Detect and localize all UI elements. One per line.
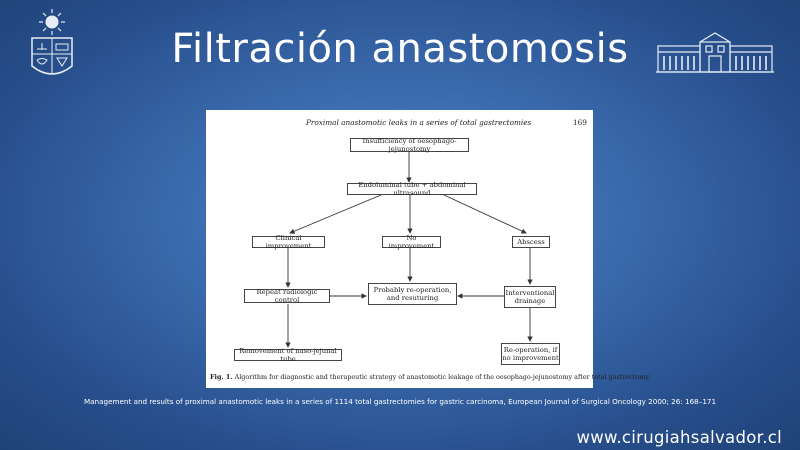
node-interventional-drainage: Interventional drainage xyxy=(504,286,556,308)
slide-reference: Management and results of proximal anast… xyxy=(83,397,717,406)
figure-page-number: 169 xyxy=(573,118,587,127)
figure-header-title: Proximal anastomotic leaks in a series o… xyxy=(306,118,532,127)
node-clinical-improvement: Clinical improvement xyxy=(252,234,325,250)
university-seal-logo xyxy=(26,8,78,82)
node-removement-tube: Removement of naso-jejunal tube xyxy=(234,347,342,363)
hospital-building-logo xyxy=(654,30,776,74)
website-url[interactable]: www.cirugiahsalvador.cl xyxy=(576,428,782,447)
node-endoluminal: Endoluminal tube + abdominal ultrasound xyxy=(347,181,477,197)
node-reoperation-if-no-improvement: Re-operation, if no improvement xyxy=(501,343,560,365)
flowchart-arrows xyxy=(285,152,533,348)
node-repeat-radiologic-control: Repeat radiologic control xyxy=(244,288,330,304)
arrow-endoluminal-to-abscess xyxy=(443,194,527,234)
figure-caption-label: Fig. 1. xyxy=(210,373,233,381)
node-abscess: Abscess xyxy=(512,236,550,248)
node-probably-reoperation: Probably re-operation, and resuturing xyxy=(368,283,457,305)
flowchart-figure: Proximal anastomotic leaks in a series o… xyxy=(206,110,650,388)
arrow-endoluminal-to-clinical xyxy=(289,194,382,234)
node-no-improvement: No improvement xyxy=(382,234,441,250)
slide-title: Filtración anastomosis xyxy=(171,26,629,72)
figure-caption: Fig. 1. Algorithm for diagnostic and the… xyxy=(210,373,650,381)
node-insufficiency: Insufficiency of oesophago-jejunostomy xyxy=(350,137,469,153)
figure-caption-text: Algorithm for diagnostic and therapeutic… xyxy=(234,373,651,381)
